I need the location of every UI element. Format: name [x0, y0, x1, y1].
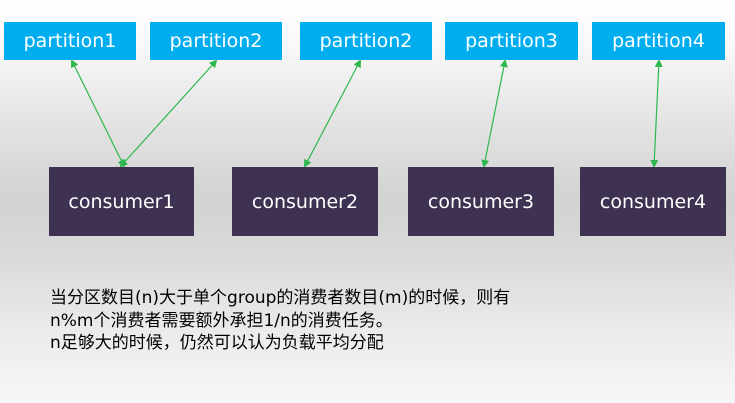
partition-box: partition2 [150, 22, 282, 60]
partition-box: partition2 [300, 22, 432, 60]
explanation-paragraph: 当分区数目(n)大于单个group的消费者数目(m)的时候，则有n%m个消费者需… [50, 288, 511, 331]
consumer-box: consumer3 [408, 167, 554, 236]
partition-consumer-link-arrow [650, 59, 663, 168]
explanation-paragraph: n足够大的时候，仍然可以认为负载平均分配 [50, 333, 384, 353]
explanation-note: 当分区数目(n)大于单个group的消费者数目(m)的时候，则有n%m个消费者需… [50, 287, 520, 355]
consumer-box: consumer4 [580, 167, 726, 236]
consumer-box: consumer2 [232, 167, 378, 236]
partition-consumer-link-arrow [481, 59, 508, 168]
partition-box: partition4 [592, 22, 725, 60]
partition-consumer-link-arrow [71, 59, 125, 168]
partition-consumer-link-arrow [304, 59, 361, 168]
partition-box: partition1 [4, 22, 136, 60]
consumer-box: consumer1 [49, 167, 194, 236]
partition-consumer-link-arrow [119, 59, 218, 168]
partition-box: partition3 [445, 22, 578, 60]
